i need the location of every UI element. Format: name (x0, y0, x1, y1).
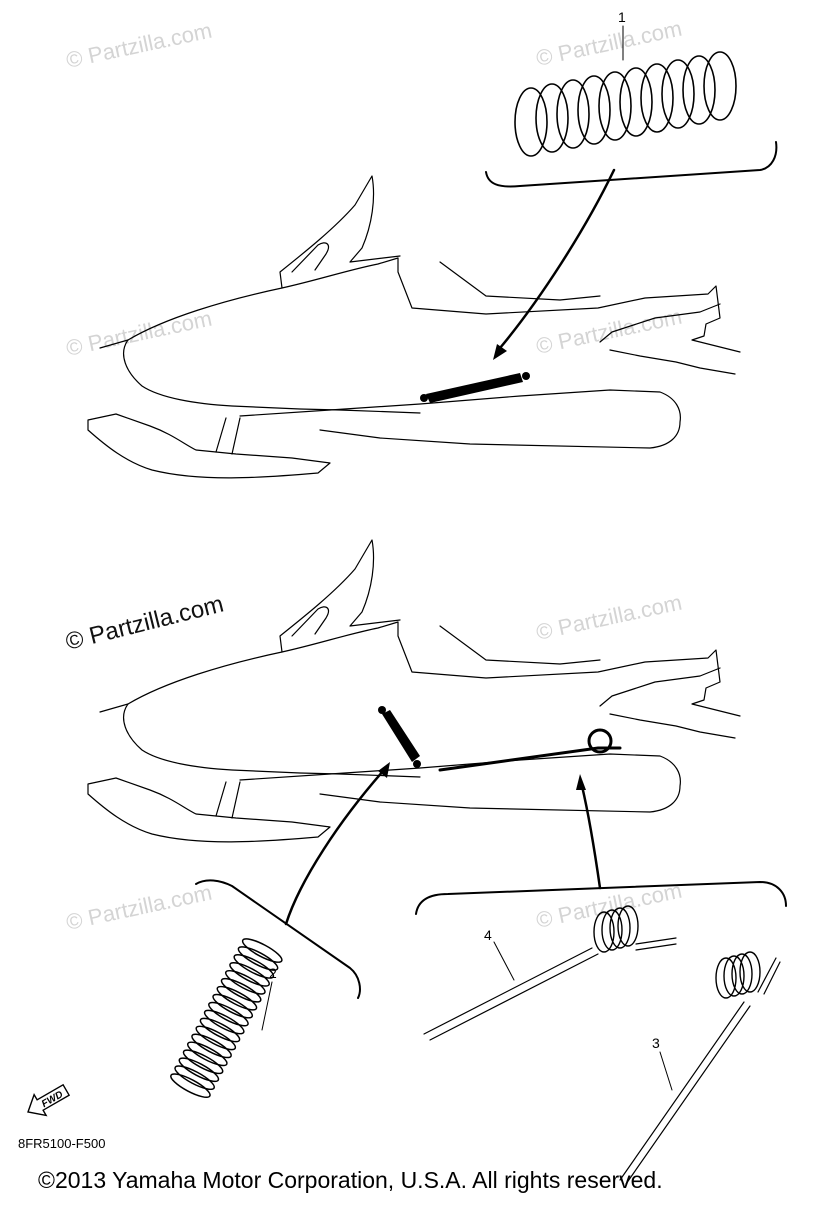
leader-line-1 (498, 168, 616, 350)
callout-3: 3 (652, 1035, 660, 1051)
fwd-label: FWD (40, 1089, 65, 1110)
torsion-spring-4 (423, 905, 677, 1041)
watermark: © Partzilla.com (64, 18, 214, 73)
callout-leader-4 (493, 941, 515, 981)
arrow-head-3-4 (576, 774, 586, 790)
bracket-springs-3-4 (415, 881, 787, 915)
watermark: © Partzilla.com (534, 16, 684, 71)
arrow-head-2 (378, 762, 390, 778)
front-shock-bottom (378, 706, 421, 768)
callout-leader-2 (261, 981, 273, 1031)
callout-leader-3 (659, 1051, 673, 1091)
leader-line-3-4 (580, 784, 602, 890)
callout-2: 2 (269, 965, 277, 981)
bracket-spring-2 (195, 879, 361, 999)
leader-line-2 (284, 768, 386, 926)
part-code: 8FR5100-F500 (18, 1136, 105, 1151)
callout-1: 1 (618, 9, 626, 25)
torsion-spring-bottom (438, 728, 622, 772)
watermark: © Partzilla.com (534, 304, 684, 359)
torsion-spring-3 (619, 951, 781, 1185)
callout-4: 4 (484, 927, 492, 943)
copyright: ©2013 Yamaha Motor Corporation, U.S.A. A… (38, 1167, 663, 1193)
rear-shock-top (420, 372, 530, 403)
spring-1 (514, 51, 737, 157)
spring-2 (170, 938, 283, 1098)
arrow-head-1 (493, 344, 507, 360)
watermark-prominent: © Partzilla.com (63, 591, 226, 656)
forward-arrow-icon: FWD (27, 1083, 71, 1117)
snowmobile-outline-bottom (87, 539, 741, 843)
watermark-group: © Partzilla.com © Partzilla.com © Partzi… (63, 16, 684, 935)
bracket-spring-1 (485, 141, 778, 188)
watermark: © Partzilla.com (64, 880, 214, 935)
watermark: © Partzilla.com (534, 590, 684, 645)
